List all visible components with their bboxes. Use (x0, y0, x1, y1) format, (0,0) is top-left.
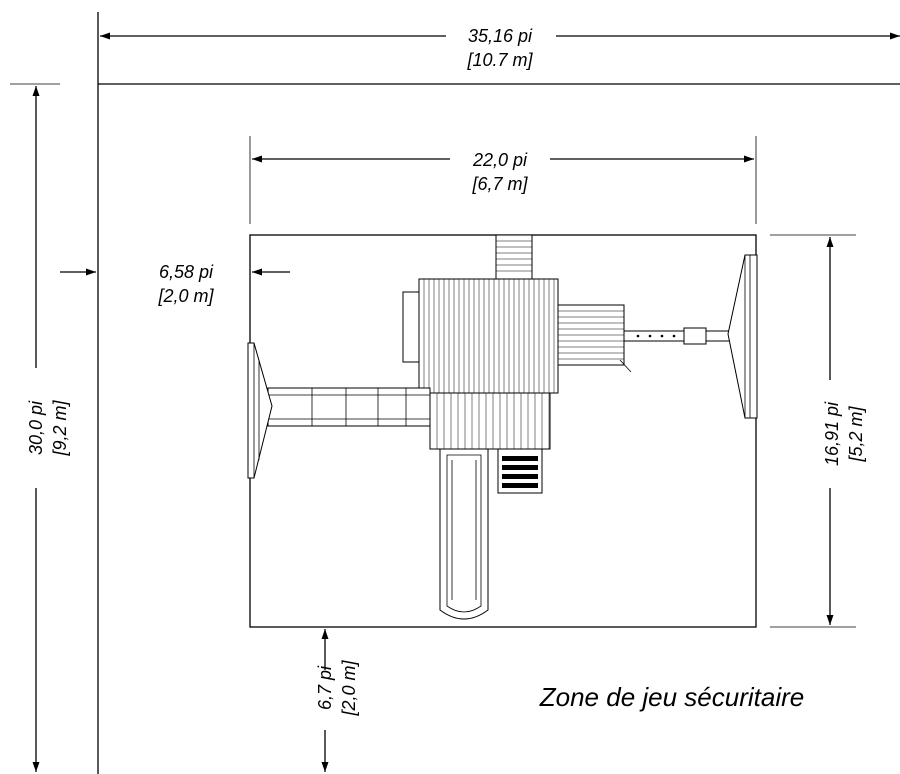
right-a-frame (727, 254, 758, 419)
structure-width-metric: [6,7 m] (471, 174, 528, 194)
bottom-clearance-dimension: 6,7 pi [2,0 m] (315, 629, 359, 772)
overall-width-metric: [10.7 m] (466, 50, 533, 70)
left-swing-beam (267, 387, 431, 427)
side-clearance-imperial: 6,58 pi (159, 262, 214, 282)
structure-depth-dimension: 16,91 pi [5,2 m] (770, 234, 866, 628)
main-roof (418, 278, 559, 394)
structure-width-imperial: 22,0 pi (472, 150, 528, 170)
slide (439, 448, 489, 620)
overall-depth-imperial: 30,0 pi (26, 400, 46, 455)
overall-depth-metric: [9,2 m] (50, 399, 70, 456)
overall-width-imperial: 35,16 pi (468, 26, 533, 46)
bottom-steps (497, 448, 543, 494)
side-panel (402, 291, 420, 363)
structure-width-dimension: 22,0 pi [6,7 m] (249, 136, 757, 224)
diagram-caption: Zone de jeu sécuritaire (539, 682, 804, 712)
lower-deck (429, 392, 551, 450)
left-a-frame (247, 342, 273, 479)
overall-width-dimension: 35,16 pi [10.7 m] (100, 26, 900, 70)
right-swing-beam (623, 327, 735, 345)
structure-depth-metric: [5,2 m] (846, 405, 866, 462)
structure-depth-imperial: 16,91 pi (822, 401, 842, 466)
top-ladder (495, 234, 533, 280)
bottom-clearance-metric: [2,0 m] (339, 659, 359, 716)
safety-zone-boundary (10, 12, 900, 774)
side-clearance-dimension: 6,58 pi [2,0 m] (60, 262, 290, 306)
climbing-wall (557, 304, 632, 373)
bottom-clearance-imperial: 6,7 pi (315, 665, 335, 710)
side-clearance-metric: [2,0 m] (157, 286, 214, 306)
play-structure (247, 234, 758, 620)
overall-depth-dimension: 30,0 pi [9,2 m] (26, 86, 70, 772)
